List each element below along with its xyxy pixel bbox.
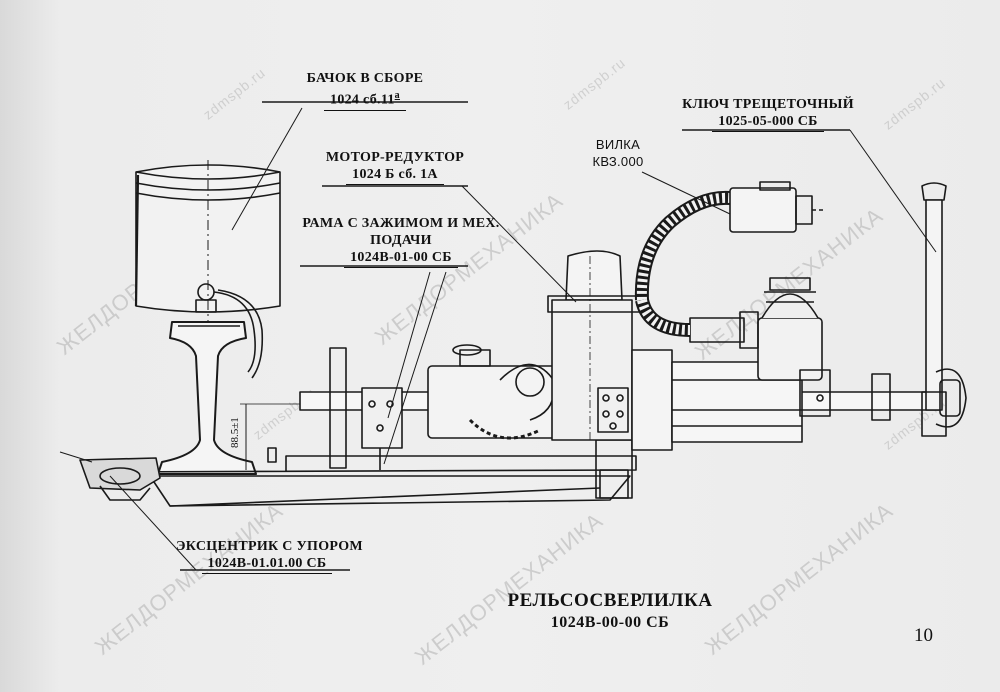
frame-code: 1024В-01-00 СБ <box>344 249 458 268</box>
rail-section <box>157 321 257 475</box>
frame-name-line1: РАМА С ЗАЖИМОМ И МЕХ. <box>302 216 500 231</box>
motor-code: 1024 Б сб. 1А <box>346 166 444 185</box>
fork-code: КВЗ.000 <box>592 154 644 169</box>
drawing-title: РЕЛЬСОСВЕРЛИЛКА 1024В-00-00 СБ <box>480 590 740 634</box>
title-line1: РЕЛЬСОСВЕРЛИЛКА <box>507 590 713 611</box>
title-line2: 1024В-00-00 СБ <box>550 614 670 631</box>
eccentric-code: 1024В-01.01.00 СБ <box>201 555 333 574</box>
frame-base <box>59 403 637 507</box>
fork-label: ВИЛКА КВЗ.000 <box>578 136 658 170</box>
fork-cable <box>634 181 826 337</box>
eccentric-label: ЭКСЦЕНТРИК С УПОРОМ 1024В-01.01.00 СБ <box>176 538 363 574</box>
ratchet-label: КЛЮЧ ТРЕЩЕТОЧНЫЙ 1025-05-000 СБ <box>676 96 860 132</box>
motor-gearbox <box>547 250 641 441</box>
drill-body <box>631 277 891 451</box>
frame-name-line2: ПОДАЧИ <box>370 233 432 248</box>
fork-name: ВИЛКА <box>595 137 641 152</box>
tank-code-wrap: 1024 сб.11а <box>262 87 468 111</box>
tank-code: 1024 сб.11 <box>330 92 395 108</box>
tank-label: БАЧОК В СБОРЕ 1024 сб.11а <box>262 70 468 111</box>
ratchet-name: КЛЮЧ ТРЕЩЕТОЧНЫЙ <box>682 97 854 112</box>
eccentric-name: ЭКСЦЕНТРИК С УПОРОМ <box>176 539 363 554</box>
ratchet-code: 1025-05-000 СБ <box>712 113 824 132</box>
dimension-value: 88.5±1 <box>229 417 241 448</box>
tank-assembly <box>134 160 281 470</box>
ratchet-key <box>921 182 967 437</box>
motor-name: МОТОР-РЕДУКТОР <box>325 150 465 165</box>
frame-label: РАМА С ЗАЖИМОМ И МЕХ. ПОДАЧИ 1024В-01-00… <box>286 215 516 268</box>
page-number: 10 <box>914 625 933 646</box>
motor-label: МОТОР-РЕДУКТОР 1024 Б сб. 1А <box>322 149 468 185</box>
tank-name: БАЧОК В СБОРЕ <box>306 71 424 86</box>
tank-code-sup: а <box>394 90 400 101</box>
leader-lines <box>109 101 937 571</box>
